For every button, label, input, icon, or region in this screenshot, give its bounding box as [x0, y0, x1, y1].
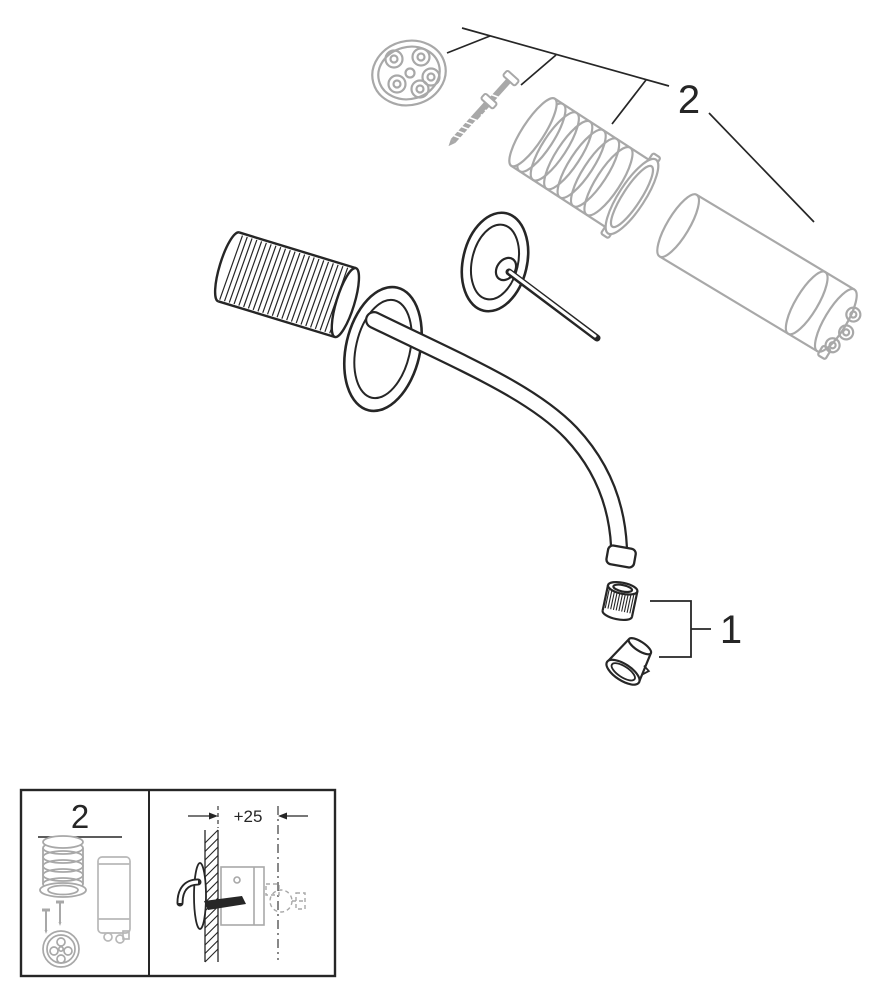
callout-1-label: 1	[720, 608, 742, 652]
inset-faucet-sideview	[176, 862, 306, 930]
aerator-adapter	[601, 580, 639, 622]
screw-icon	[448, 92, 498, 147]
spout	[365, 311, 637, 569]
spout-tip	[605, 544, 637, 569]
inset-spare-group-panel: 2	[38, 798, 131, 968]
projection-dimension-label: +25	[234, 807, 263, 826]
callout-2-label: 2	[678, 78, 700, 122]
mini-hidden-parts	[265, 883, 306, 913]
inset-box: 2	[19, 788, 337, 978]
handle-rosette	[460, 211, 530, 313]
cartridge-body-part	[656, 193, 862, 360]
aerator-spout	[605, 637, 653, 686]
thread-hatch	[219, 235, 354, 334]
handle-assembly	[460, 211, 601, 342]
threaded-sleeve-part	[508, 97, 661, 239]
knurl-lines	[604, 589, 635, 614]
mini-concealed-body	[220, 866, 265, 926]
mini-lever	[204, 896, 246, 910]
wall-escutcheon	[342, 285, 424, 413]
inset-installation-panel: +25	[176, 806, 308, 963]
inset-screws-icon	[42, 900, 64, 934]
callout-1-leader	[650, 600, 711, 658]
mounting-screws	[448, 69, 520, 147]
inset-sleeve-icon	[39, 835, 87, 898]
mini-escutcheon	[193, 862, 207, 930]
wall-section	[204, 829, 219, 963]
inset-cartridge-icon	[97, 856, 131, 944]
inset-group-label: 2	[71, 798, 89, 835]
threaded-nipple	[213, 231, 361, 339]
projection-dimension	[188, 812, 308, 820]
callout-2-leader	[446, 27, 815, 223]
inset-cartridge-base-icon	[42, 930, 80, 968]
cartridge-base-part	[371, 39, 447, 107]
